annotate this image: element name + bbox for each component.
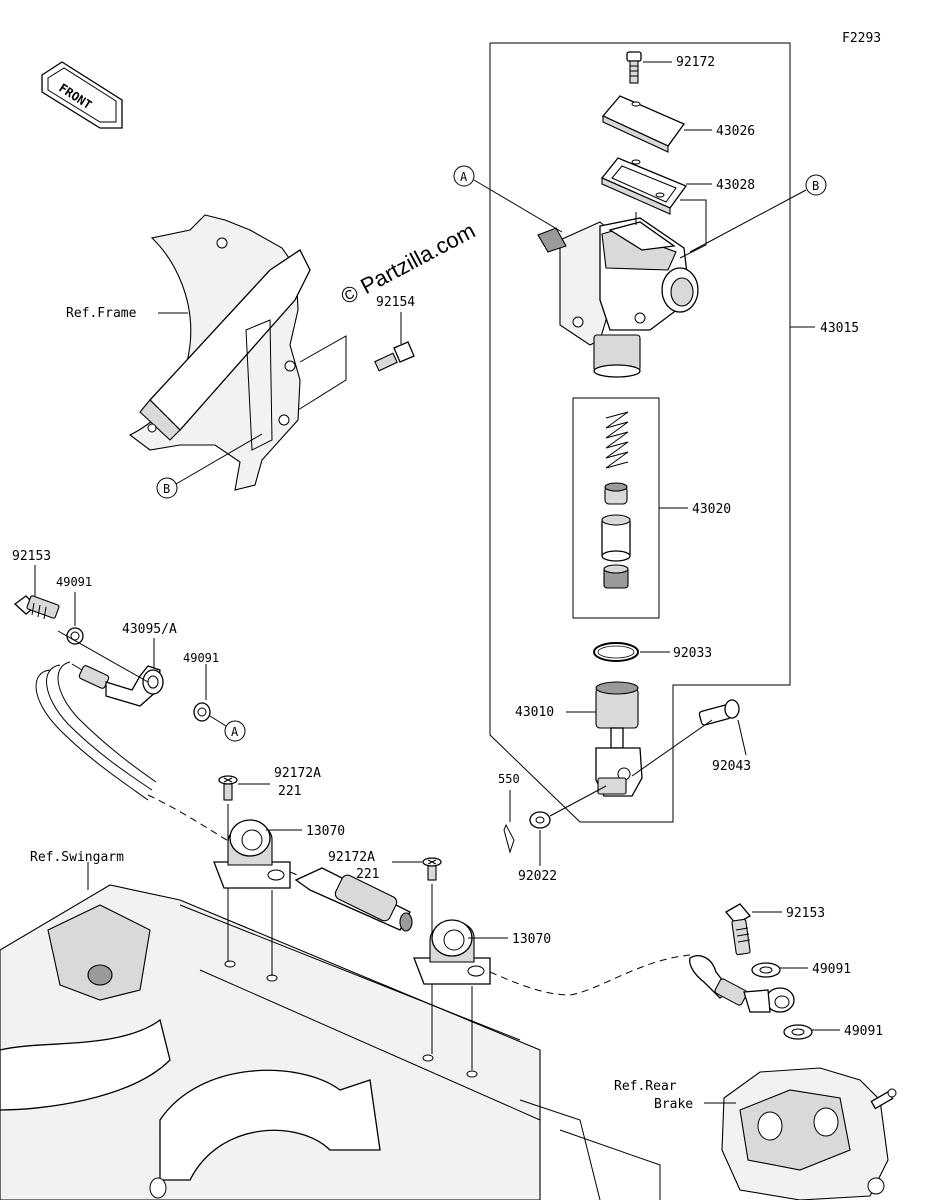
part-label-221-1: 221 bbox=[278, 784, 301, 799]
tag-a-hose-label: A bbox=[231, 725, 239, 739]
guide-13070-2 bbox=[413, 919, 491, 985]
ref-frame-drawing bbox=[128, 214, 311, 491]
part-label-49091-a: 49091 bbox=[56, 575, 92, 589]
front-arrow-icon: FRONT bbox=[41, 61, 123, 129]
part-label-43010: 43010 bbox=[515, 705, 554, 720]
ref-frame-label: Ref.Frame bbox=[66, 306, 137, 321]
banjo-bolt-92153-left bbox=[13, 595, 60, 620]
part-label-49091-b: 49091 bbox=[183, 651, 219, 665]
tag-b-frame bbox=[156, 477, 178, 499]
screw-92172a-1 bbox=[218, 775, 238, 801]
part-label-43015: 43015 bbox=[820, 321, 859, 336]
tag-a-hose bbox=[224, 720, 246, 742]
tag-b-top bbox=[805, 174, 827, 196]
part-label-92033: 92033 bbox=[673, 646, 712, 661]
part-label-49091-d: 49091 bbox=[844, 1024, 883, 1039]
part-label-92154: 92154 bbox=[376, 295, 415, 310]
master-cylinder-body bbox=[537, 217, 699, 378]
tag-b-frame-label: B bbox=[163, 482, 170, 496]
guide-13070-1 bbox=[213, 819, 291, 889]
part-label-92172a-1: 92172A bbox=[274, 766, 321, 781]
brake-hose-43095 bbox=[35, 661, 164, 801]
diaphragm-43028 bbox=[600, 157, 688, 215]
part-label-43095: 43095/A bbox=[122, 622, 177, 637]
hose-protector bbox=[294, 867, 413, 932]
part-label-550: 550 bbox=[498, 772, 520, 786]
bolt-92154 bbox=[374, 341, 415, 372]
part-label-92172: 92172 bbox=[676, 55, 715, 70]
part-label-92172a-2: 92172A bbox=[328, 850, 375, 865]
tag-b-top-label: B bbox=[812, 179, 819, 193]
bolt-92172 bbox=[626, 51, 642, 84]
washer-49091-d bbox=[783, 1024, 813, 1040]
reservoir-cap-43026 bbox=[601, 95, 686, 153]
hose-end-fitting-right bbox=[689, 955, 795, 1013]
banjo-bolt-92153-right bbox=[725, 903, 751, 956]
part-label-13070-2: 13070 bbox=[512, 932, 551, 947]
swingarm-mount-holes bbox=[224, 960, 478, 1078]
figure-code: F2293 bbox=[842, 31, 881, 46]
hose-route-dashed bbox=[147, 794, 691, 996]
part-label-43028: 43028 bbox=[716, 178, 755, 193]
ref-rear-brake-label-2: Brake bbox=[654, 1097, 693, 1112]
part-label-43020: 43020 bbox=[692, 502, 731, 517]
tag-a-top bbox=[453, 165, 475, 187]
ref-swingarm-label: Ref.Swingarm bbox=[30, 850, 124, 865]
assembly-43015-bracket bbox=[489, 42, 791, 823]
part-label-92022: 92022 bbox=[518, 869, 557, 884]
push-rod-43010 bbox=[595, 681, 643, 797]
part-label-221-2: 221 bbox=[356, 867, 379, 882]
part-label-49091-c: 49091 bbox=[812, 962, 851, 977]
washer-92022 bbox=[529, 811, 551, 829]
part-label-92153-right: 92153 bbox=[786, 906, 825, 921]
part-label-92153-left: 92153 bbox=[12, 549, 51, 564]
cotter-pin-550 bbox=[503, 823, 515, 854]
tag-a-top-label: A bbox=[460, 170, 468, 184]
ref-rear-brake-label-1: Ref.Rear bbox=[614, 1079, 677, 1094]
part-label-13070-1: 13070 bbox=[306, 824, 345, 839]
washer-49091-c bbox=[751, 962, 781, 978]
part-label-92043: 92043 bbox=[712, 759, 751, 774]
pin-92043 bbox=[698, 699, 740, 726]
washer-49091-a bbox=[66, 627, 84, 645]
ref-rear-brake-caliper bbox=[721, 1067, 897, 1200]
piston-kit-43020 bbox=[601, 411, 631, 589]
circlip-92033 bbox=[593, 642, 639, 662]
washer-49091-b bbox=[193, 702, 211, 722]
screw-92172a-2 bbox=[422, 857, 442, 881]
ref-swingarm-drawing bbox=[0, 884, 661, 1200]
part-label-43026: 43026 bbox=[716, 124, 755, 139]
